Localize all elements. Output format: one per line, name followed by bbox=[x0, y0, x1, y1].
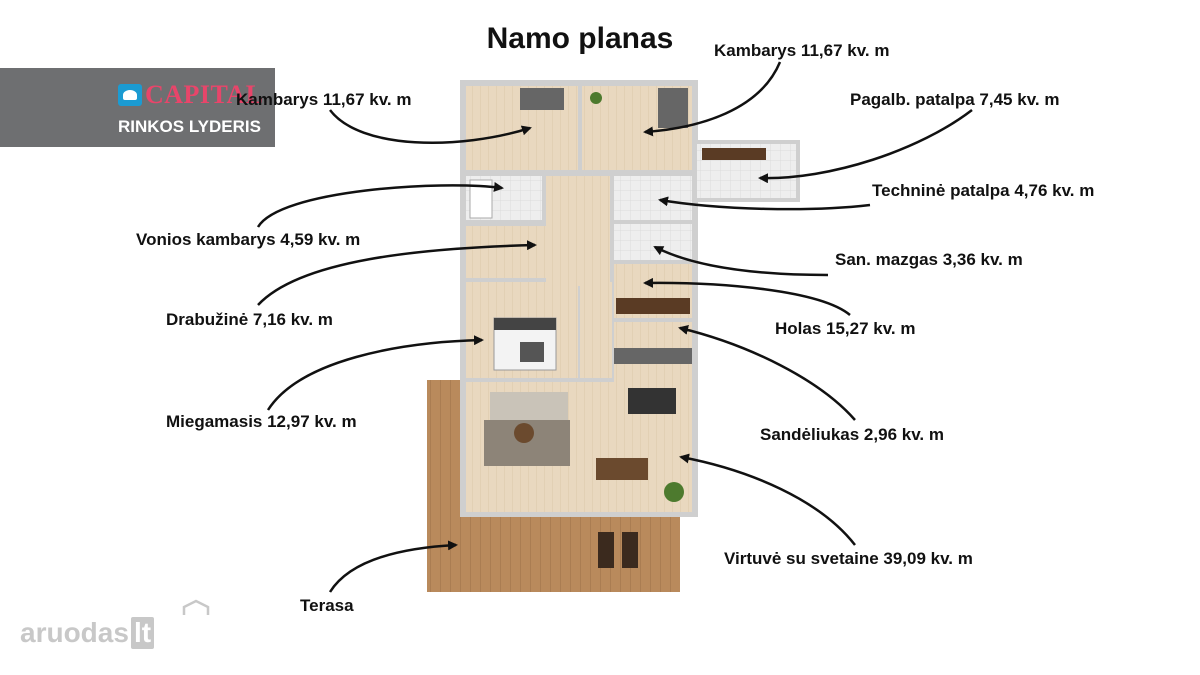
house-icon bbox=[182, 599, 210, 615]
label-kambarys-a: Kambarys 11,67 kv. m bbox=[236, 90, 412, 109]
arrow-sandeliukas bbox=[678, 325, 856, 421]
arrow-drabuzine bbox=[257, 240, 537, 306]
arrow-vonios bbox=[256, 182, 504, 228]
brand-logo: CAPITAL bbox=[118, 80, 264, 110]
arrow-kambarys-a bbox=[329, 109, 532, 144]
room-technine bbox=[614, 176, 692, 220]
crown-icon bbox=[118, 84, 142, 106]
label-kambarys-b: Kambarys 11,67 kv. m bbox=[714, 41, 890, 60]
arrow-san-mazgas bbox=[653, 245, 829, 277]
room-san-mazgas bbox=[614, 224, 692, 260]
label-terasa: Terasa bbox=[300, 596, 354, 615]
page-title: Namo planas bbox=[486, 22, 674, 55]
arrow-pagalb bbox=[758, 109, 973, 184]
terrace-chair-icon bbox=[598, 532, 614, 568]
brand-tagline: RINKOS LYDERIS bbox=[118, 117, 261, 136]
label-technine-patalpa: Techninė patalpa 4,76 kv. m bbox=[872, 181, 1095, 200]
label-vonios-kambarys: Vonios kambarys 4,59 kv. m bbox=[136, 230, 361, 249]
label-holas: Holas 15,27 kv. m bbox=[775, 319, 916, 338]
brand-banner: CAPITAL RINKOS LYDERIS bbox=[0, 68, 275, 147]
arrow-miegamasis bbox=[266, 335, 484, 411]
wardrobe-icon bbox=[616, 298, 690, 314]
shelf-icon bbox=[702, 148, 766, 160]
arrow-holas bbox=[643, 277, 851, 316]
room-hall bbox=[546, 176, 610, 286]
arrow-terasa bbox=[328, 540, 458, 593]
label-pagalb-patalpa: Pagalb. patalpa 7,45 kv. m bbox=[850, 90, 1060, 109]
arrow-virtuve bbox=[679, 453, 856, 546]
coffee-table-icon bbox=[514, 423, 534, 443]
plant-icon bbox=[664, 482, 684, 502]
bathtub-icon bbox=[469, 179, 493, 219]
room-sandeliukas bbox=[614, 322, 692, 346]
kitchen-island-icon bbox=[628, 388, 676, 414]
label-sandeliukas: Sandėliukas 2,96 kv. m bbox=[760, 425, 944, 444]
label-miegamasis: Miegamasis 12,97 kv. m bbox=[166, 412, 357, 431]
arrows bbox=[256, 61, 973, 593]
label-san-mazgas: San. mazgas 3,36 kv. m bbox=[835, 250, 1023, 269]
dining-table-icon bbox=[596, 458, 648, 480]
label-virtuve: Virtuvė su svetaine 39,09 kv. m bbox=[724, 549, 973, 568]
room-corridor bbox=[580, 282, 612, 378]
arrow-kambarys-b bbox=[643, 61, 782, 137]
label-drabuzine: Drabužinė 7,16 kv. m bbox=[166, 310, 333, 329]
arrow-technine bbox=[658, 196, 871, 211]
